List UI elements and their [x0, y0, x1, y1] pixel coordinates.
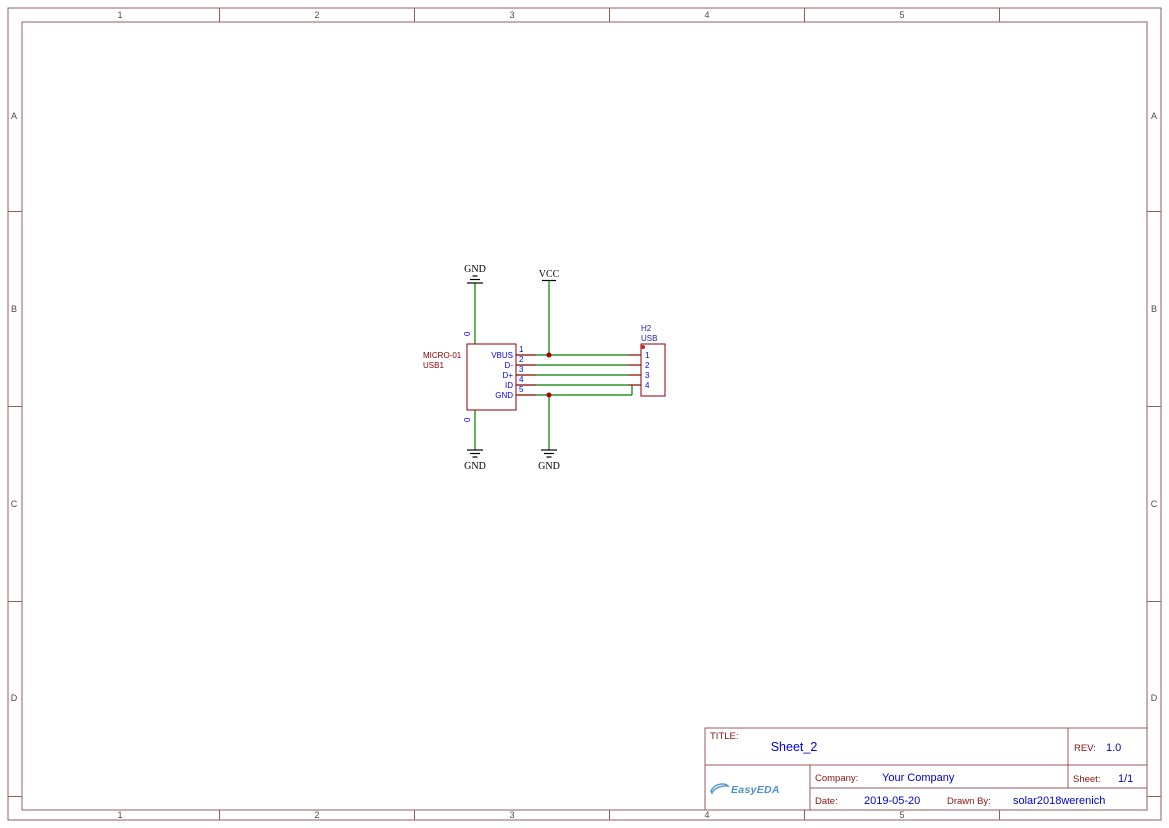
title-label: TITLE: — [710, 731, 739, 742]
easyeda-logo-text: EasyEDA — [731, 784, 780, 796]
frame-zone-label: D — [1151, 693, 1158, 703]
net-flag-gnd-bottom-left[interactable]: GND — [464, 449, 486, 472]
component-h2[interactable]: H2 USB 1 2 3 4 — [628, 324, 666, 397]
pin-name-gnd: GND — [495, 391, 513, 400]
frame-zone-label: B — [11, 304, 17, 314]
net-flag-vcc[interactable]: VCC — [539, 269, 560, 282]
date-label: Date: — [815, 796, 838, 807]
pin-name-id: ID — [505, 381, 513, 390]
frame-zone-label: A — [1151, 111, 1157, 121]
frame-zone-label: 5 — [899, 10, 904, 20]
drawn-by-value[interactable]: solar2018werenich — [1013, 795, 1105, 807]
rev-label: REV: — [1074, 743, 1096, 754]
component-name[interactable]: USB1 — [423, 361, 444, 370]
rev-value[interactable]: 1.0 — [1106, 742, 1121, 754]
frame-zone-label: 3 — [509, 10, 514, 20]
junction-dot[interactable] — [546, 352, 552, 358]
frame-zone-label: 5 — [899, 810, 904, 820]
pin-number: 1 — [645, 351, 650, 360]
component-usb1[interactable]: MICRO-01 USB1 VBUS D- D+ ID GND 1 2 3 4 … — [423, 331, 536, 422]
sheet-label: Sheet: — [1073, 774, 1100, 785]
component-name[interactable]: USB — [641, 334, 657, 343]
gnd-label[interactable]: GND — [538, 461, 560, 472]
company-value[interactable]: Your Company — [882, 772, 955, 784]
frame-zone-label: 4 — [704, 810, 709, 820]
frame-zone-label: 1 — [117, 10, 122, 20]
frame-zone-label: 4 — [704, 10, 709, 20]
pin-number: 4 — [519, 375, 524, 384]
pin-number: 5 — [519, 385, 524, 394]
component-anchor-dot — [641, 345, 645, 349]
frame-zone-label: 1 — [117, 810, 122, 820]
frame-inner-border — [21, 21, 1148, 811]
frame-zone-label: B — [1151, 304, 1157, 314]
frame-outer-border — [7, 7, 1162, 821]
frame-zone-label: 2 — [314, 810, 319, 820]
component-body[interactable] — [466, 343, 517, 411]
pin-name-vbus: VBUS — [491, 351, 513, 360]
company-label: Company: — [815, 773, 858, 784]
shield-pin-number-bottom: 0 — [463, 417, 472, 422]
pin-number: 3 — [645, 371, 650, 380]
frame-zone-label: D — [11, 693, 18, 703]
wires[interactable] — [474, 281, 633, 450]
component-designator[interactable]: H2 — [641, 324, 652, 333]
drawn-by-label: Drawn By: — [947, 796, 991, 807]
pin-number: 2 — [645, 361, 650, 370]
gnd-label[interactable]: GND — [464, 264, 486, 275]
frame-zone-label: C — [11, 499, 18, 509]
pin-name-dminus: D- — [505, 361, 514, 370]
pin-name-dplus: D+ — [503, 371, 514, 380]
easyeda-logo: EasyEDA — [710, 783, 780, 796]
easyeda-logo-icon — [710, 783, 731, 795]
frame-zone-label: 3 — [509, 810, 514, 820]
title-block: TITLE: Sheet_2 REV: 1.0 Company: Your Co… — [704, 727, 1148, 811]
sheet-frame: 1 2 3 4 5 1 2 3 4 5 A B C D A B C D — [7, 7, 1162, 821]
junction-dot[interactable] — [546, 392, 552, 398]
frame-zone-label: A — [11, 111, 17, 121]
frame-zone-label: C — [1151, 499, 1158, 509]
sheet-value[interactable]: 1/1 — [1118, 773, 1133, 785]
date-value[interactable]: 2019-05-20 — [864, 795, 920, 807]
pin-number: 2 — [519, 355, 524, 364]
frame-zone-label: 2 — [314, 10, 319, 20]
pin-number: 1 — [519, 345, 524, 354]
shield-pin-number-top: 0 — [463, 331, 472, 336]
sheet-title[interactable]: Sheet_2 — [771, 740, 818, 754]
gnd-label[interactable]: GND — [464, 461, 486, 472]
net-flag-gnd-top[interactable]: GND — [464, 264, 486, 284]
vcc-label[interactable]: VCC — [539, 269, 560, 280]
pin-number: 4 — [645, 381, 650, 390]
net-flag-gnd-bottom-center[interactable]: GND — [538, 449, 560, 472]
component-designator[interactable]: MICRO-01 — [423, 351, 462, 360]
pin-number: 3 — [519, 365, 524, 374]
component-body[interactable] — [640, 343, 666, 397]
